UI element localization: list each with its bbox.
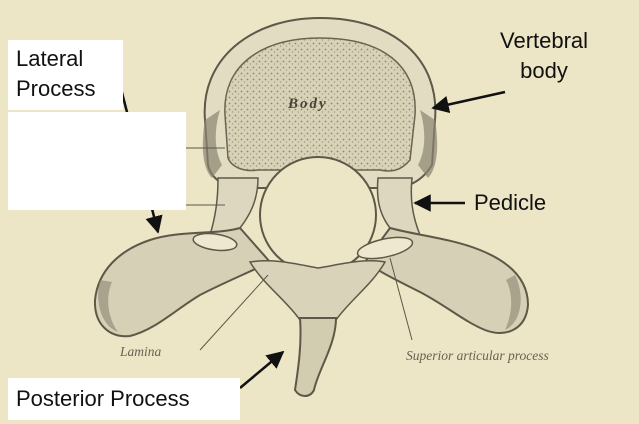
superior-articular-leader-line [389,257,413,341]
vertebral-body-arrow [431,90,506,114]
posterior-process-label: Posterior Process [16,386,190,411]
spinous-process [293,317,338,397]
vertebral-body-shadow-right [418,110,438,178]
lamina-leader-line [199,274,269,351]
posterior-process-arrow [239,350,285,389]
pedicle-left [208,177,259,237]
left-articular-facet [192,232,238,252]
lamina [248,260,387,331]
lateral-process-label-line2: Process [16,76,96,101]
lateral-process-label-line1: Lateral [16,46,84,71]
body-engraved-label: Body [288,96,328,112]
superior-articular-process-engraved-label: Superior articular process [406,348,549,363]
vertebral-body-cancellous [224,37,416,172]
vertebral-body-label: Vertebral body [500,28,588,84]
lateral-process-label: Lateral Process [16,46,95,102]
right-lateral-process-tip-shadow [505,275,521,330]
right-lateral-process [363,226,530,334]
left-lateral-process [93,226,272,338]
lateral-process-label-box [8,40,123,110]
lamina-engraved-label: Lamina [120,344,162,359]
vertebral-body-shadow-left [202,110,222,178]
posterior-process-label-box [8,378,240,420]
pedicle-right [376,177,422,237]
left-lateral-process-tip-shadow [98,280,118,332]
vertebral-body-label-line1: Vertebral [500,28,589,53]
pedicle-label: Pedicle [474,190,547,215]
right-articular-facet [356,236,414,260]
vertebral-body-label-line2: body [520,58,568,83]
blank-label-box [8,112,186,210]
